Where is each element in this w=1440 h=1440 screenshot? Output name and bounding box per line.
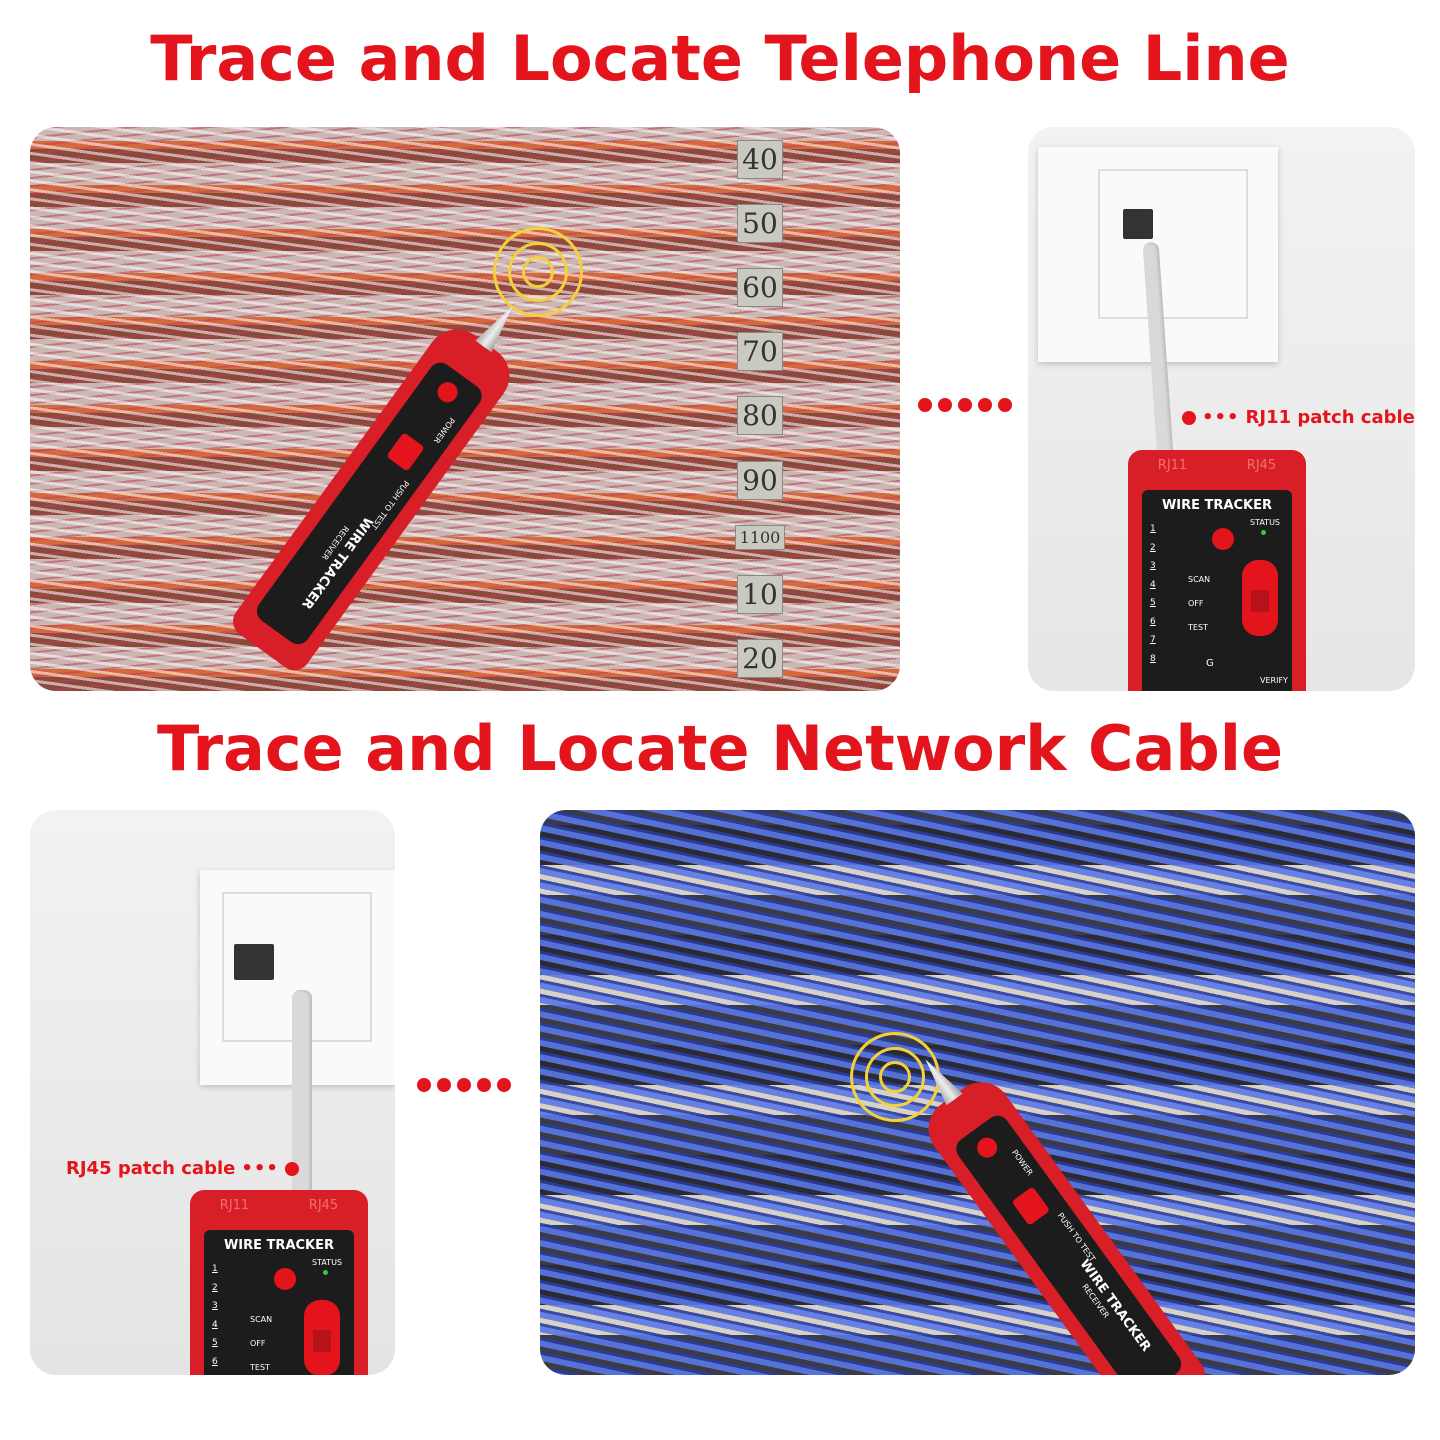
block-label: 1100 (734, 524, 786, 550)
pin-numbers: 1 2 3 4 5 6 7 8 (1150, 524, 1156, 664)
block-label: 70 (737, 332, 783, 372)
wall-plate-inner (1098, 169, 1248, 319)
transmitter-name: WIRE TRACKER (1161, 498, 1273, 513)
receiver-name: WIRE TRACKER (298, 513, 376, 612)
rj11-label: RJ11 patch cable (1245, 407, 1415, 428)
network-cabling-photo: POWER PUSH TO TEST WIRE TRACKER RECEIVER (540, 810, 1415, 1375)
push-label: PUSH TO TEST (1055, 1211, 1098, 1264)
signal-rings-icon (493, 227, 583, 317)
rj45-wall-photo: RJ45 patch cable••• RJ11 RJ45 WIRE TRACKE… (30, 810, 395, 1375)
callout-dot (1182, 410, 1196, 425)
rj11-port-label: RJ11 (1157, 458, 1188, 473)
push-to-test-button (1011, 1186, 1051, 1226)
power-led (973, 1133, 1002, 1162)
rj45-label: RJ45 patch cable (66, 1158, 236, 1179)
rj45-cable (292, 990, 312, 1200)
signal-rings-icon (850, 1032, 940, 1122)
block-label: 20 (737, 639, 783, 679)
push-to-test-button (386, 432, 425, 472)
pin-numbers: 1 2 3 4 5 6 7 8 (212, 1264, 218, 1367)
connector-dots-icon (417, 1078, 511, 1092)
block-label: 80 (737, 396, 783, 436)
title-telephone: Trace and Locate Telephone Line (150, 22, 1290, 95)
transmitter: RJ11 RJ45 WIRE TRACKER STATUS 1 2 3 4 5 6… (1128, 450, 1306, 691)
telephone-wiring-photo: 40 50 60 70 80 90 1100 10 20 POWER PUSH … (30, 127, 900, 691)
rj45-port-label: RJ45 (308, 1198, 339, 1213)
power-label: POWER (431, 415, 457, 445)
rj45-jack (234, 944, 274, 980)
status-label: STATUS (1249, 518, 1280, 527)
block-label: 60 (737, 268, 783, 308)
receiver-probe: POWER PUSH TO TEST WIRE TRACKER RECEIVER (916, 1070, 1212, 1375)
block-label: 50 (737, 203, 783, 243)
transmitter-button (1212, 528, 1234, 550)
mode-switch (1242, 560, 1278, 636)
ground-label: G (1206, 658, 1214, 669)
mode-labels: SCAN OFF TEST (250, 1315, 273, 1372)
rj45-port-label: RJ45 (1246, 458, 1277, 473)
power-label: POWER (1009, 1148, 1035, 1178)
block-label: 90 (737, 460, 783, 500)
block-label: 10 (737, 575, 783, 615)
connector-dots-icon (918, 398, 1012, 412)
status-label: STATUS (311, 1258, 342, 1267)
rj11-jack (1123, 209, 1153, 239)
receiver-probe: POWER PUSH TO TEST WIRE TRACKER RECEIVER (226, 317, 522, 677)
callout-dots: ••• (241, 1158, 279, 1179)
callout-dot (284, 1161, 299, 1176)
transmitter: RJ11 RJ45 WIRE TRACKER STATUS 1 2 3 4 5 6… (190, 1190, 368, 1375)
status-led (1261, 530, 1266, 535)
rj45-callout: RJ45 patch cable••• (66, 1158, 299, 1179)
verify-label: VERIFY (1260, 676, 1288, 685)
rj11-wall-photo: •••RJ11 patch cable RJ11 RJ45 WIRE TRACKE… (1028, 127, 1415, 691)
callout-dots: ••• (1202, 407, 1240, 428)
title-network: Trace and Locate Network Cable (156, 712, 1284, 785)
block-labels: 40 50 60 70 80 90 1100 10 20 (734, 127, 786, 691)
mode-labels: SCAN OFF TEST (1188, 575, 1211, 632)
rj11-port-label: RJ11 (219, 1198, 250, 1213)
receiver-name: WIRE TRACKER (1076, 1256, 1154, 1355)
mode-switch (304, 1300, 340, 1375)
push-label: PUSH TO TEST (369, 478, 411, 531)
status-led (323, 1270, 328, 1275)
rj11-callout: •••RJ11 patch cable (1182, 407, 1415, 428)
transmitter-name: WIRE TRACKER (223, 1238, 335, 1253)
power-led (433, 378, 462, 407)
block-label: 40 (737, 139, 783, 179)
transmitter-button (274, 1268, 296, 1290)
